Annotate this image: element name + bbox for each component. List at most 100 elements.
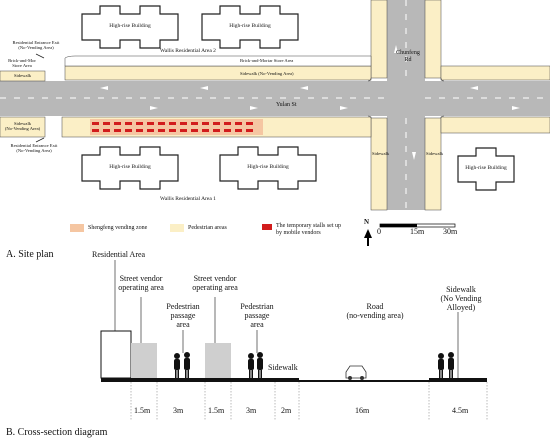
legend-pedestrian-label: Pedestrian areas [188,225,227,231]
sidewalk-no-vending-top-label: Sidewalk (No-Vending Area) [240,71,294,76]
arrow-east-2 [250,106,258,110]
stall [136,122,143,125]
vending-zone [90,119,263,135]
scale-label-30: 30m [443,227,458,236]
arrow-west-1 [100,86,108,90]
stall [246,129,253,132]
sidewalk-vertical-bottom-right [424,117,442,211]
operating-area-1-label: Street vendor operating area [118,274,164,292]
curb-bottom-right [440,115,445,119]
passage-area-1-label: Pedestrian passage area [166,302,200,329]
person-group-2 [248,352,263,378]
arrow-west-4 [470,86,478,90]
stall [224,129,231,132]
stall [213,122,220,125]
north-label: N [364,218,370,226]
stall [180,129,187,132]
dimension-5: 2m [281,406,292,415]
residential-area-1-label: Wallis Residential Area 1 [160,196,216,202]
residential-area-label: Residential Area [92,250,146,259]
legend-vending-label: Shengfeng vending zone [88,225,148,231]
sidewalk-right-label: Sidewalk (No Vending Alloyed) [440,285,482,312]
residential-area-2-label: Wallis Residential Area 2 [160,48,216,54]
legend-pedestrian-swatch [170,224,184,232]
sidewalk-vertical-left-label: Sidewalk [372,151,390,156]
sidewalk-top-no-vending [64,65,372,81]
road-surface [299,380,429,382]
legend-stalls-label: The temporary stalls set up by mobile ve… [276,223,341,236]
building-label-top-left: High-rise Building [109,23,151,29]
curb-top-right [440,77,445,82]
dimension-4: 3m [246,406,257,415]
temporary-stalls [92,122,253,132]
chunfeng-road-label: Chunfeng Rd [396,50,420,63]
arrow-entrance-bottom [35,137,45,143]
stall [235,129,242,132]
arrow-south-1 [412,152,416,160]
legend-vending-swatch [70,224,84,232]
building-label-top-right: High-rise Building [229,23,271,29]
sidewalk-bottom-left [0,116,46,138]
operating-area-2-label: Street vendor operating area [192,274,238,292]
vendor-area-2 [205,343,231,378]
building-label-bottom-middle: High-rise Building [247,164,289,170]
scale-label-0: 0 [377,227,381,236]
stall [114,129,121,132]
arrow-east-4 [512,106,520,110]
arrow-north-1 [394,45,398,53]
entrance-exit-bottom-label: Residential Entrance Exit (No-Vending Ar… [10,143,58,154]
stall [213,129,220,132]
dimension-3: 1.5m [208,406,225,415]
residential-building-box [100,330,132,379]
building-bottom-right [457,147,515,191]
stall [202,129,209,132]
stall [191,122,198,125]
dimension-7: 4.5m [452,406,469,415]
sidewalk-mid-label: Sidewalk [268,363,298,372]
dimension-6: 16m [355,406,370,415]
stall [169,129,176,132]
road-label: Road (no-vending area) [346,302,404,320]
curb-bottom-left [367,115,372,119]
stall [103,129,110,132]
curb-top-left [367,77,372,82]
building-label-bottom-right: High-rise Building [465,165,507,171]
stall [169,122,176,125]
building-top-right [201,5,299,49]
person-group-3 [438,352,454,378]
sidewalk-bottom-right [440,116,550,134]
ground-left [101,378,299,382]
dimension-1: 1.5m [134,406,151,415]
dimension-lines [130,382,488,420]
leader-lines [114,260,459,378]
stall [158,129,165,132]
legend-stall-swatch [262,224,272,230]
stall [147,129,154,132]
brick-mortar-store-area [64,55,372,67]
stall [114,122,121,125]
stall [103,122,110,125]
dimension-2: 3m [173,406,184,415]
ground-right [429,378,487,382]
scale-label-15: 15m [410,227,425,236]
stall [246,122,253,125]
road-arrows [100,45,520,160]
sidewalk-vertical-top-right [424,0,442,79]
sidewalk-top-left [0,70,46,82]
yulan-street-label: Yulan St [276,102,297,108]
people [174,352,454,378]
stall [235,122,242,125]
brick-store-left-label: Brick-and-Mor Store Area [8,58,36,69]
stall [125,129,132,132]
entrance-exit-top-label: Residential Entrance Exit (No-Vending Ar… [12,40,60,51]
person-group-1 [174,352,190,378]
site-plan-caption: A. Site plan [6,249,54,260]
building-top-left [81,5,179,49]
arrow-east-1 [150,106,158,110]
cross-section-caption: B. Cross-section diagram [6,427,108,438]
stall [147,122,154,125]
buildings [81,5,515,191]
stall [136,129,143,132]
brick-store-top-label: Brick-and-Mortar Store Area [240,58,294,63]
